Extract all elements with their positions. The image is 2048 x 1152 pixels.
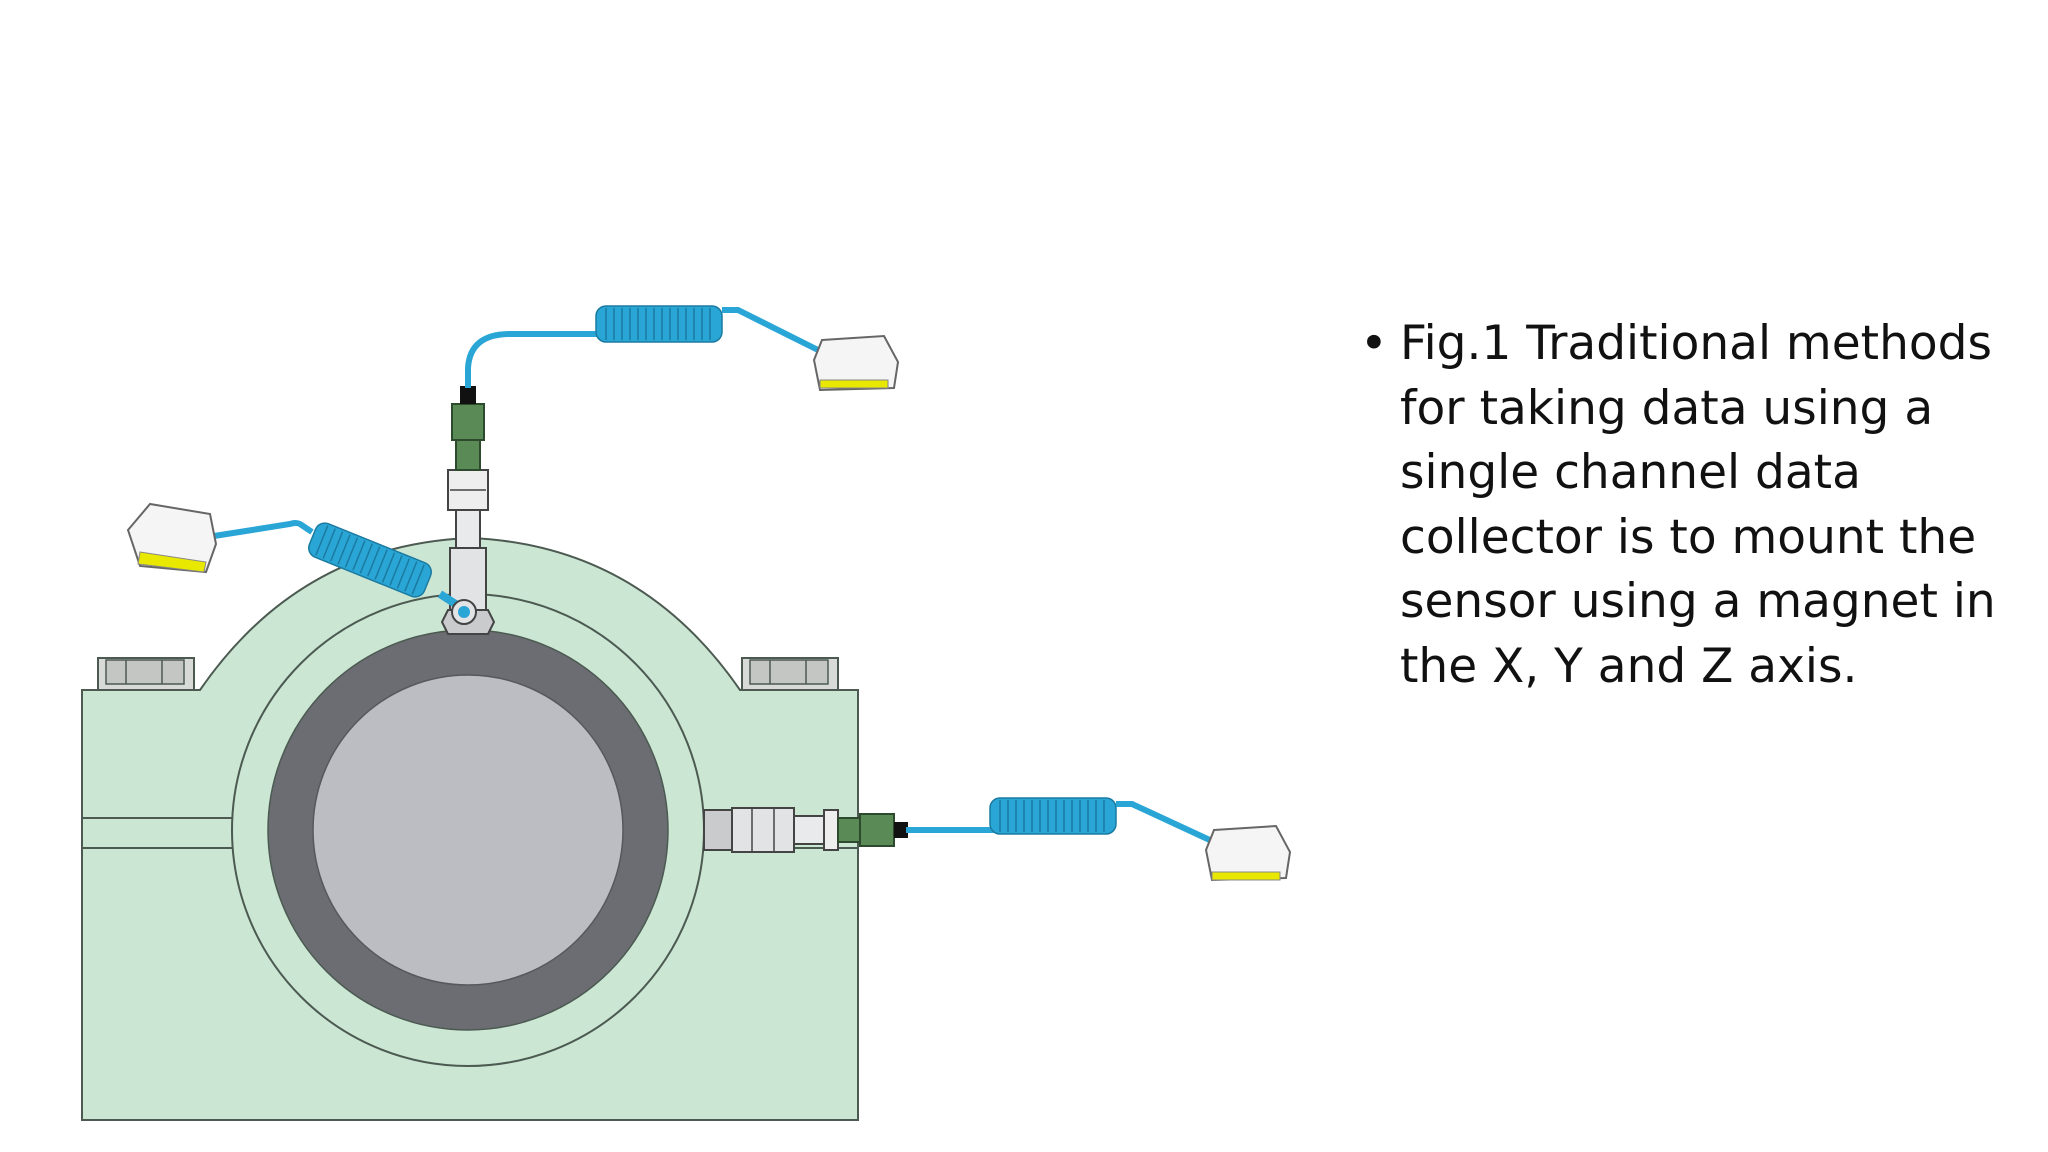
housing-bolt-right bbox=[741, 657, 839, 691]
coiled-cable-top bbox=[595, 305, 723, 343]
data-collector-plug-left bbox=[126, 502, 218, 574]
caption-list: • Fig.1 Traditional methods for taking d… bbox=[1360, 312, 2000, 699]
caption-bullet: • Fig.1 Traditional methods for taking d… bbox=[1360, 312, 2000, 699]
accelerometer-sensor-tilted bbox=[126, 502, 477, 625]
coiled-cable-right bbox=[989, 797, 1117, 835]
coiled-cable-left bbox=[308, 522, 432, 598]
accelerometer-sensor-top bbox=[440, 305, 900, 635]
housing-bolt-left bbox=[97, 657, 195, 691]
bullet-marker: • bbox=[1360, 316, 1388, 371]
accelerometer-sensor-side bbox=[703, 797, 1292, 882]
shaft bbox=[312, 674, 624, 986]
caption-text: Fig.1 Traditional methods for taking dat… bbox=[1400, 316, 1996, 694]
data-collector-plug-top bbox=[812, 334, 900, 392]
bearing-sensor-diagram bbox=[81, 305, 1292, 1121]
data-collector-plug-right bbox=[1204, 824, 1292, 882]
